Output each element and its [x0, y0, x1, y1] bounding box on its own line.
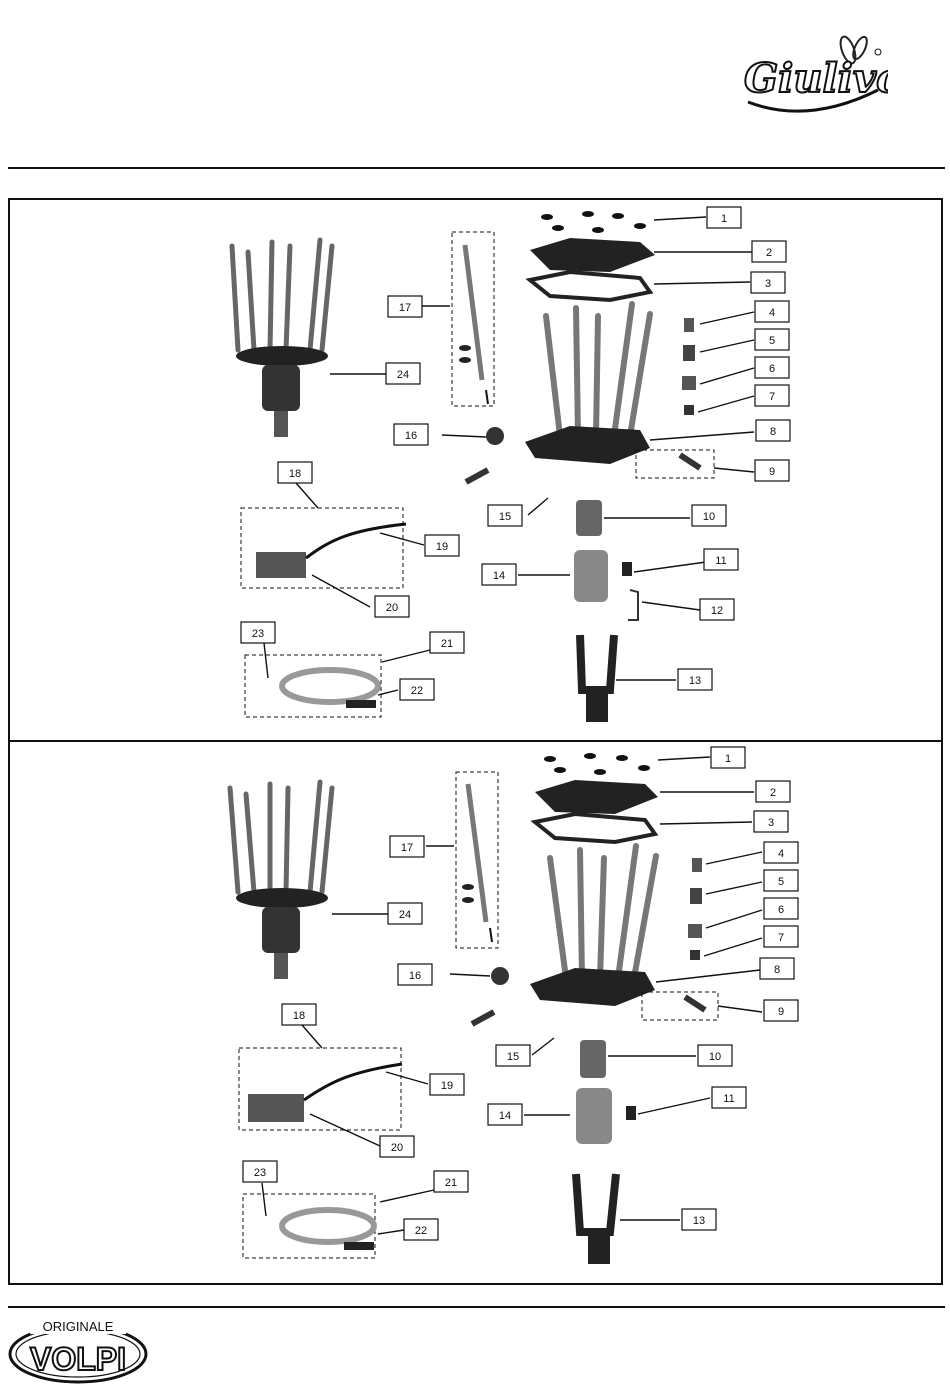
callout-10: 10 — [703, 511, 715, 523]
callout-24: 24 — [397, 369, 409, 381]
callout-24: 24 — [399, 909, 411, 921]
volpi-logo: ORIGINALE VOLPI — [6, 1314, 156, 1386]
callout-20: 20 — [386, 602, 398, 614]
callout-22: 22 — [415, 1225, 427, 1237]
exploded-diagram-2: 1 2 3 4 5 6 7 8 9 10 11 13 14 15 16 17 2… — [10, 742, 941, 1282]
callout-4: 4 — [778, 848, 784, 860]
footer-divider — [8, 1306, 945, 1308]
callout-17: 17 — [399, 302, 411, 314]
callout-3: 3 — [765, 278, 771, 290]
callout-17: 17 — [401, 842, 413, 854]
callout-3: 3 — [768, 817, 774, 829]
callout-6: 6 — [778, 904, 784, 916]
callout-4: 4 — [769, 307, 775, 319]
callout-16: 16 — [405, 430, 417, 442]
volpi-logo-main: VOLPI — [30, 1341, 126, 1377]
assembled-unit-illustration — [230, 782, 332, 979]
callout-22: 22 — [411, 685, 423, 697]
callout-13: 13 — [693, 1215, 705, 1227]
callout-11: 11 — [723, 1093, 734, 1105]
callout-23: 23 — [254, 1167, 266, 1179]
header-divider — [8, 167, 945, 169]
volpi-logo-top: ORIGINALE — [43, 1319, 114, 1334]
callout-15: 15 — [499, 511, 511, 523]
callout-12: 12 — [711, 605, 723, 617]
callout-23: 23 — [252, 628, 264, 640]
rubber-pads — [541, 211, 646, 233]
callout-19: 19 — [441, 1080, 453, 1092]
callout-15: 15 — [507, 1051, 519, 1063]
callout-5: 5 — [769, 335, 775, 347]
callout-8: 8 — [774, 964, 780, 976]
callout-7: 7 — [778, 932, 784, 944]
callout-14: 14 — [493, 570, 505, 582]
callout-14: 14 — [499, 1110, 511, 1122]
callout-1: 1 — [721, 213, 727, 225]
callout-8: 8 — [770, 426, 776, 438]
exploded-diagram-1: 1 2 3 4 5 6 7 8 9 10 11 12 13 14 15 16 1… — [10, 200, 941, 740]
callout-9: 9 — [769, 466, 775, 478]
callout-2: 2 — [770, 787, 776, 799]
callout-11: 11 — [715, 555, 726, 567]
giulivo-logo: Giulivo — [738, 30, 888, 125]
callout-21: 21 — [441, 638, 453, 650]
callout-6: 6 — [769, 363, 775, 375]
callout-16: 16 — [409, 970, 421, 982]
callout-10: 10 — [709, 1051, 721, 1063]
callout-18: 18 — [293, 1010, 305, 1022]
callout-5: 5 — [778, 876, 784, 888]
callout-18: 18 — [289, 468, 301, 480]
callout-7: 7 — [769, 391, 775, 403]
callout-9: 9 — [778, 1006, 784, 1018]
callout-21: 21 — [445, 1177, 457, 1189]
assembled-unit-illustration — [232, 240, 332, 437]
callout-2: 2 — [766, 247, 772, 259]
callout-19: 19 — [436, 541, 448, 553]
callout-13: 13 — [689, 675, 701, 687]
callout-20: 20 — [391, 1142, 403, 1154]
callout-1: 1 — [725, 753, 731, 765]
